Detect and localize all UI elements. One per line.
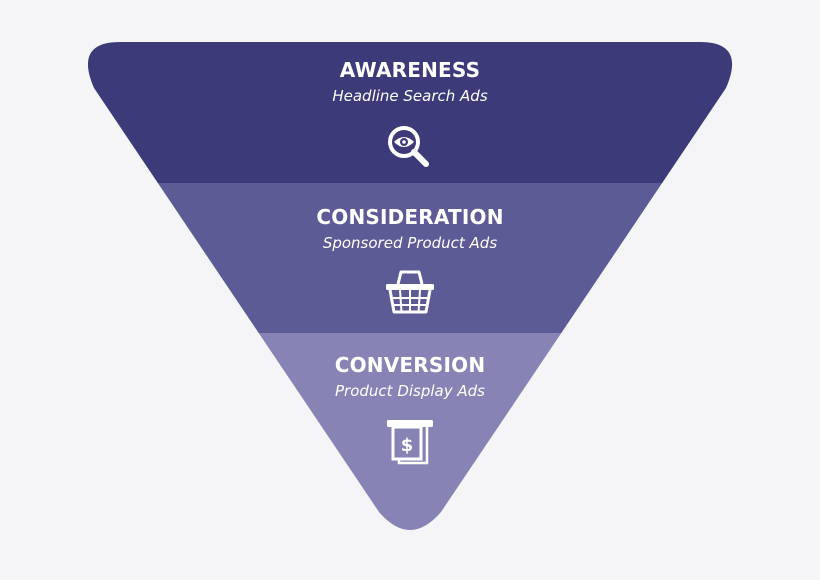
receipt-dollar-icon: $ xyxy=(387,420,433,465)
svg-text:$: $ xyxy=(401,435,414,456)
stage-awareness: AWARENESS Headline Search Ads xyxy=(0,58,820,106)
stage-title: CONSIDERATION xyxy=(316,205,504,229)
stage-subtitle: Headline Search Ads xyxy=(332,87,488,105)
stage-title: AWARENESS xyxy=(339,58,481,82)
stage-consideration: CONSIDERATION Sponsored Product Ads xyxy=(0,205,820,253)
stage-title: CONVERSION xyxy=(334,353,486,377)
stage-subtitle: Sponsored Product Ads xyxy=(322,234,498,252)
stage-conversion: CONVERSION Product Display Ads xyxy=(0,353,820,401)
stage-band-awareness xyxy=(87,42,733,183)
shopping-basket-icon xyxy=(386,270,434,314)
stage-subtitle: Product Display Ads xyxy=(335,382,485,400)
magnifier-eye-icon xyxy=(388,126,429,167)
